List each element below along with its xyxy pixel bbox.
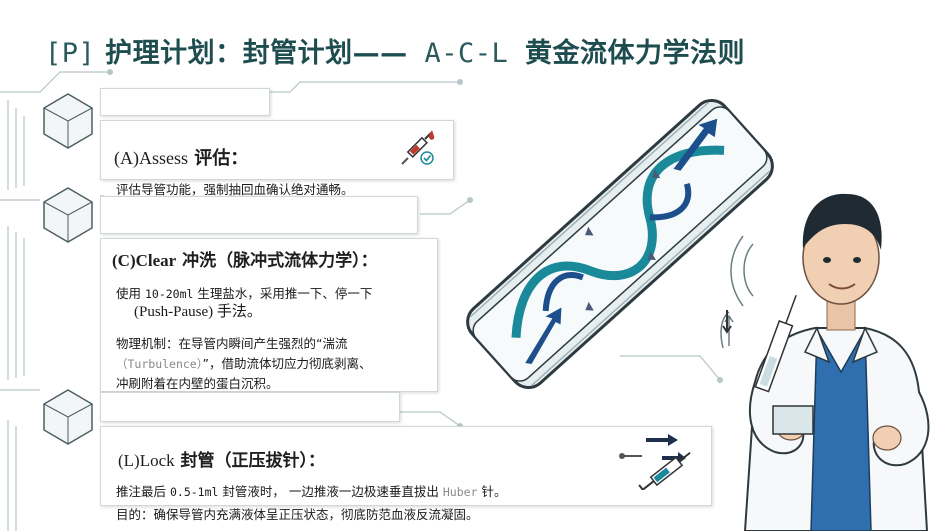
lock-line1: 推注最后 0.5-1ml 封管液时， 一边推液一边极速垂直拔出 Huber 针。	[116, 482, 506, 502]
clear-header-frame	[100, 196, 418, 234]
syringe-arrow-icon	[619, 434, 691, 490]
lock-card	[100, 426, 712, 506]
page-title: [P] 护理计划：封管计划—— A-C-L 黄金流体力学法则	[45, 34, 845, 74]
lock-line1-b: 封管液时， 一边推液一边极速垂直拔出	[218, 484, 443, 499]
title-suffix: 黄金流体力学法则	[524, 38, 745, 69]
assess-header-cn: 评估：	[188, 148, 249, 169]
catheter-tube-illustration	[466, 99, 774, 389]
clear-header-cn: 冲洗（脉冲式流体力学）：	[176, 251, 378, 271]
assess-header: (A)Assess 评估：	[114, 144, 248, 170]
clear-line1: 使用 10-20ml 生理盐水，采用推一下、停一下	[116, 284, 372, 304]
clear-card	[100, 238, 438, 392]
lock-header: (L)Lock 封管（正压拔针）：	[118, 446, 325, 471]
clear-line1-b: 生理盐水，采用推一下、停一下	[193, 286, 373, 301]
doctor-illustration	[720, 193, 930, 531]
assess-header-latin: (A)Assess	[114, 148, 188, 168]
clear-volume: 10-20ml	[144, 287, 194, 301]
lock-volume: 0.5-1ml	[169, 485, 219, 499]
clear-header-latin: (C)Clear	[112, 251, 177, 270]
clear-mech-b: ”，借助流体切应力彻底剥离、	[202, 356, 372, 371]
assess-header-frame	[100, 88, 270, 116]
title-prefix: [P]	[45, 38, 96, 69]
assess-card	[100, 120, 454, 180]
clear-line2: (Push-Pause) 手法。	[134, 302, 262, 322]
clear-mech-c: 冲刷附着在内壁的蛋白沉积。	[116, 376, 279, 391]
clear-mech-turbulence: （Turbulence）	[116, 357, 203, 371]
lock-line1-a: 推注最后	[116, 484, 170, 499]
lock-header-frame	[100, 392, 400, 422]
syringe-blood-icon	[401, 130, 435, 165]
lock-header-cn: 封管（正压拔针）：	[174, 451, 326, 471]
clear-mechanism: 物理机制：在导管内瞬间产生强烈的“湍流 （Turbulence）”，借助流体切应…	[116, 334, 432, 394]
title-acl: A-C-L	[407, 38, 525, 69]
clear-mech-a: 物理机制：在导管内瞬间产生强烈的“湍流	[116, 336, 348, 351]
clear-line1-a: 使用	[116, 286, 145, 301]
lock-line1-c: 针。	[477, 484, 507, 499]
title-main: 护理计划：封管计划——	[95, 38, 408, 69]
assess-body: 评估导管功能，强制抽回血确认绝对通畅。	[116, 182, 354, 197]
lock-huber: Huber	[442, 485, 478, 499]
lock-line2: 目的：确保导管内充满液体呈正压状态，彻底防范血液反流凝固。	[116, 507, 479, 522]
clear-push-pause: (Push-Pause) 手法。	[134, 304, 262, 320]
clear-header: (C)Clear 冲洗（脉冲式流体力学）：	[112, 246, 378, 271]
lock-header-latin: (L)Lock	[118, 451, 175, 470]
